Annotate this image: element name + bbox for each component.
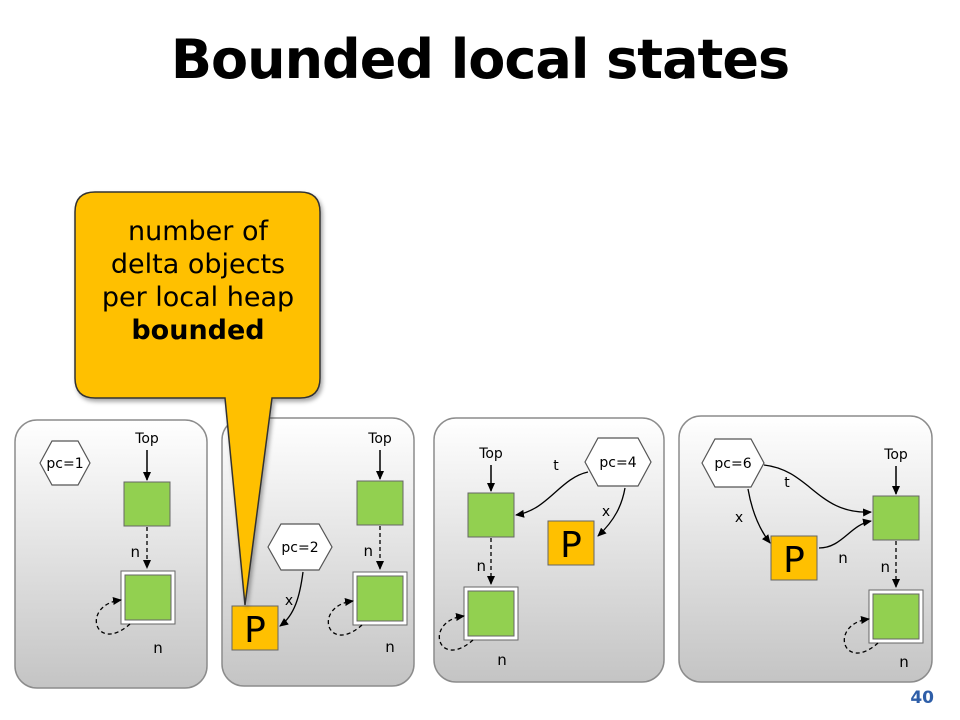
process-label: P [783, 540, 805, 581]
edge-label-n: n [838, 549, 848, 567]
edge-label-n: n [880, 558, 890, 576]
callout-line-3: per local heap [101, 282, 295, 313]
edge-label-t: t [784, 475, 790, 491]
callout-text: number of delta objects per local heap b… [78, 215, 318, 347]
summary-node [356, 575, 404, 622]
pc-label: pc=1 [46, 456, 83, 472]
process-node [547, 520, 595, 566]
x-pointer-edge [597, 487, 626, 537]
edge-label-n: n [130, 543, 140, 561]
self-loop-label: n [899, 653, 909, 671]
process-label: P [244, 610, 266, 651]
x-pointer-edge [279, 571, 304, 627]
top-label: Top [478, 446, 503, 462]
edge-label-n: n [476, 557, 486, 575]
x-pointer-edge [747, 488, 771, 544]
process-node [231, 605, 279, 651]
t-pointer-edge [763, 464, 872, 517]
self-loop-label: n [153, 639, 163, 657]
callout-emphasis: bounded [131, 315, 265, 346]
local-heap-panel-2: Top n n pc=2 x P [221, 417, 415, 687]
page-number: 40 [910, 688, 934, 708]
edge-label-n: n [363, 542, 373, 560]
callout-line-2: delta objects [110, 249, 286, 280]
heap-node [467, 492, 515, 538]
summary-node [124, 574, 172, 621]
local-heap-panel-3: Top n n pc=4 t x P [433, 417, 665, 683]
self-loop-label: n [385, 638, 395, 656]
heap-node [872, 495, 920, 541]
edge-label-x: x [602, 504, 610, 520]
self-loop-label: n [497, 651, 507, 669]
t-pointer-edge [515, 471, 589, 518]
pc-hexagon [701, 438, 765, 488]
process-label: P [560, 525, 582, 566]
process-node [770, 535, 818, 581]
callout-bubble [74, 191, 321, 606]
top-label: Top [134, 431, 159, 447]
pc-hexagon [39, 440, 91, 486]
edge-label-x: x [735, 510, 743, 526]
edge-label-t: t [553, 458, 559, 474]
top-label: Top [367, 431, 392, 447]
callout-shape [74, 191, 321, 606]
top-label: Top [883, 447, 908, 463]
pc-hexagon [584, 437, 652, 487]
heap-node [123, 481, 171, 527]
callout-line-1: number of [128, 216, 268, 247]
local-heap-panel-4: pc=6 Top n n t x P n [678, 415, 933, 683]
pc-label: pc=6 [714, 456, 751, 472]
summary-node [467, 590, 515, 637]
slide-title: Bounded local states [170, 28, 790, 91]
pc-label: pc=4 [599, 455, 636, 471]
local-heap-panel-1: pc=1 Top n n [14, 419, 208, 689]
heap-node [356, 480, 404, 526]
n-pointer-edge [818, 518, 872, 549]
edge-label-x: x [285, 593, 293, 609]
pc-label: pc=2 [281, 540, 318, 556]
summary-node [872, 593, 920, 640]
pc-hexagon [267, 523, 333, 571]
